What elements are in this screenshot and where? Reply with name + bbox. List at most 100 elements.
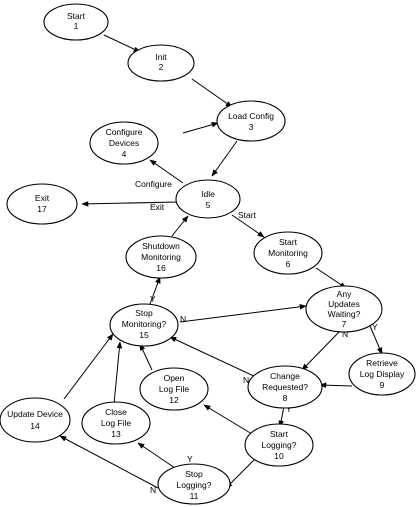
edge-startlogging-openlog [203,404,253,435]
node-init-num: 2 [159,62,164,72]
node-stop-logging-line1: Stop [185,469,203,479]
node-close-log-shape [81,401,151,445]
edge-stoplogging-updatedevice [59,435,159,489]
node-exit-num: 17 [37,204,47,214]
node-any-updates-line3: Waiting? [328,309,361,319]
node-change-requested-num: 8 [283,393,288,403]
node-start-logging-line1: Start [270,429,289,439]
node-stop-monitoring: Stop Monitoring? 15 [109,303,179,347]
node-update-device-name: Update Device [7,409,63,419]
node-retrieve-log-num: 9 [380,380,385,390]
node-start-logging-line2: Logging? [262,440,297,450]
edge-stopmonitoring-updates [179,304,307,323]
node-open-log-line1: Open [164,373,185,383]
node-start-shape [43,3,109,41]
node-open-log-num: 12 [169,395,179,405]
node-open-log-shape [139,367,209,411]
edge-label-n-updatedevice: N [150,485,156,495]
edge-openlog-stopmonitoring [139,343,153,371]
node-start-logging-num: 10 [274,451,284,461]
node-exit-name: Exit [35,193,50,203]
node-idle-num: 5 [206,200,211,210]
node-shutdown-monitoring-num: 16 [156,263,166,273]
node-start-monitoring-num: 6 [286,259,291,269]
node-load-config-name: Load Config [228,111,274,121]
node-open-log: Open Log File 12 [139,367,209,411]
edge-startlogging-stoplogging [225,456,258,489]
edge-label-start: Start [238,210,257,220]
node-exit-shape [6,183,78,225]
edge-idle-exit [81,201,179,207]
node-start-name: Start [67,11,86,21]
node-start-monitoring-line1: Start [279,237,298,247]
node-stop-logging-line2: Logging? [177,480,212,490]
node-load-config-num: 3 [249,122,254,132]
edge-shutdown-idle [171,215,189,237]
node-change-requested-line2: Requested? [262,382,308,392]
edge-label-y-closelog: Y [187,454,193,464]
node-stop-monitoring-line1: Stop [135,308,153,318]
edge-labels: Configure Exit Start Y N N Y N Y Y N [135,179,378,495]
node-shutdown-monitoring-shape [125,235,197,279]
edge-idle-configure [149,159,184,184]
node-stop-logging-num: 11 [190,491,199,501]
edge-updates-change [301,330,341,371]
node-any-updates: Any Updates Waiting? 7 [305,285,383,333]
node-stop-monitoring-shape [109,303,179,347]
edge-change-stopmonitoring [169,336,259,379]
node-any-updates-line2: Updates [328,299,360,309]
edge-closelog-stopmonitoring [113,341,123,405]
node-init: Init 2 [127,44,195,82]
edges [59,34,383,489]
node-start: Start 1 [43,3,109,41]
node-any-updates-line1: Any [337,289,352,299]
node-stop-logging: Stop Logging? 11 [157,463,231,505]
node-start-monitoring-shape [253,231,323,275]
node-shutdown-monitoring: Shutdown Monitoring 16 [125,235,197,279]
edge-retrieve-change [319,382,353,388]
node-start-monitoring-line2: Monitoring [268,248,308,258]
node-configure-devices: Configure Devices 4 [89,121,159,165]
node-retrieve-log-shape [348,352,416,396]
node-open-log-line2: Log File [159,384,190,394]
node-stop-monitoring-num: 15 [139,330,149,340]
node-idle-shape [175,179,241,219]
node-change-requested-line1: Change [270,371,300,381]
node-configure-devices-shape [89,121,159,165]
node-load-config: Load Config 3 [216,100,286,142]
edge-label-n-stopmonitoring: N [243,375,249,385]
edge-start-init [103,34,141,53]
node-start-num: 1 [74,21,79,31]
node-init-shape [127,44,195,82]
node-close-log: Close Log File 13 [81,401,151,445]
node-idle: Idle 5 [175,179,241,219]
node-start-monitoring: Start Monitoring 6 [253,231,323,275]
edge-label-y-startlogging: Y [286,404,292,414]
edge-label-configure: Configure [135,179,172,189]
node-start-logging-shape [244,423,314,467]
node-close-log-line2: Log File [101,418,132,428]
edge-configure-loadconfig [182,122,219,134]
node-stop-logging-shape [157,463,231,505]
edge-startmonitoring-updates [315,267,347,289]
node-close-log-line1: Close [105,407,127,417]
node-configure-devices-line2: Devices [109,138,139,148]
node-update-device: Update Device 14 [0,397,71,443]
edge-label-exit: Exit [150,202,165,212]
node-retrieve-log: Retrieve Log Display 9 [348,352,416,396]
edge-stopmonitoring-shutdown [149,276,161,305]
node-shutdown-monitoring-line1: Shutdown [142,241,180,251]
node-idle-name: Idle [201,189,215,199]
node-shutdown-monitoring-line2: Monitoring [141,252,181,262]
node-update-device-num: 14 [30,421,40,431]
node-configure-devices-line1: Configure [106,127,143,137]
edge-label-n-updates: N [180,314,186,324]
node-retrieve-log-line1: Retrieve [366,358,398,368]
node-load-config-shape [216,100,286,142]
node-stop-monitoring-line2: Monitoring? [122,319,167,329]
node-any-updates-num: 7 [342,319,347,329]
edge-updatedevice-stopmonitoring [63,333,114,400]
edge-stoplogging-closelog [137,442,179,471]
edge-label-n-change: N [342,329,348,339]
